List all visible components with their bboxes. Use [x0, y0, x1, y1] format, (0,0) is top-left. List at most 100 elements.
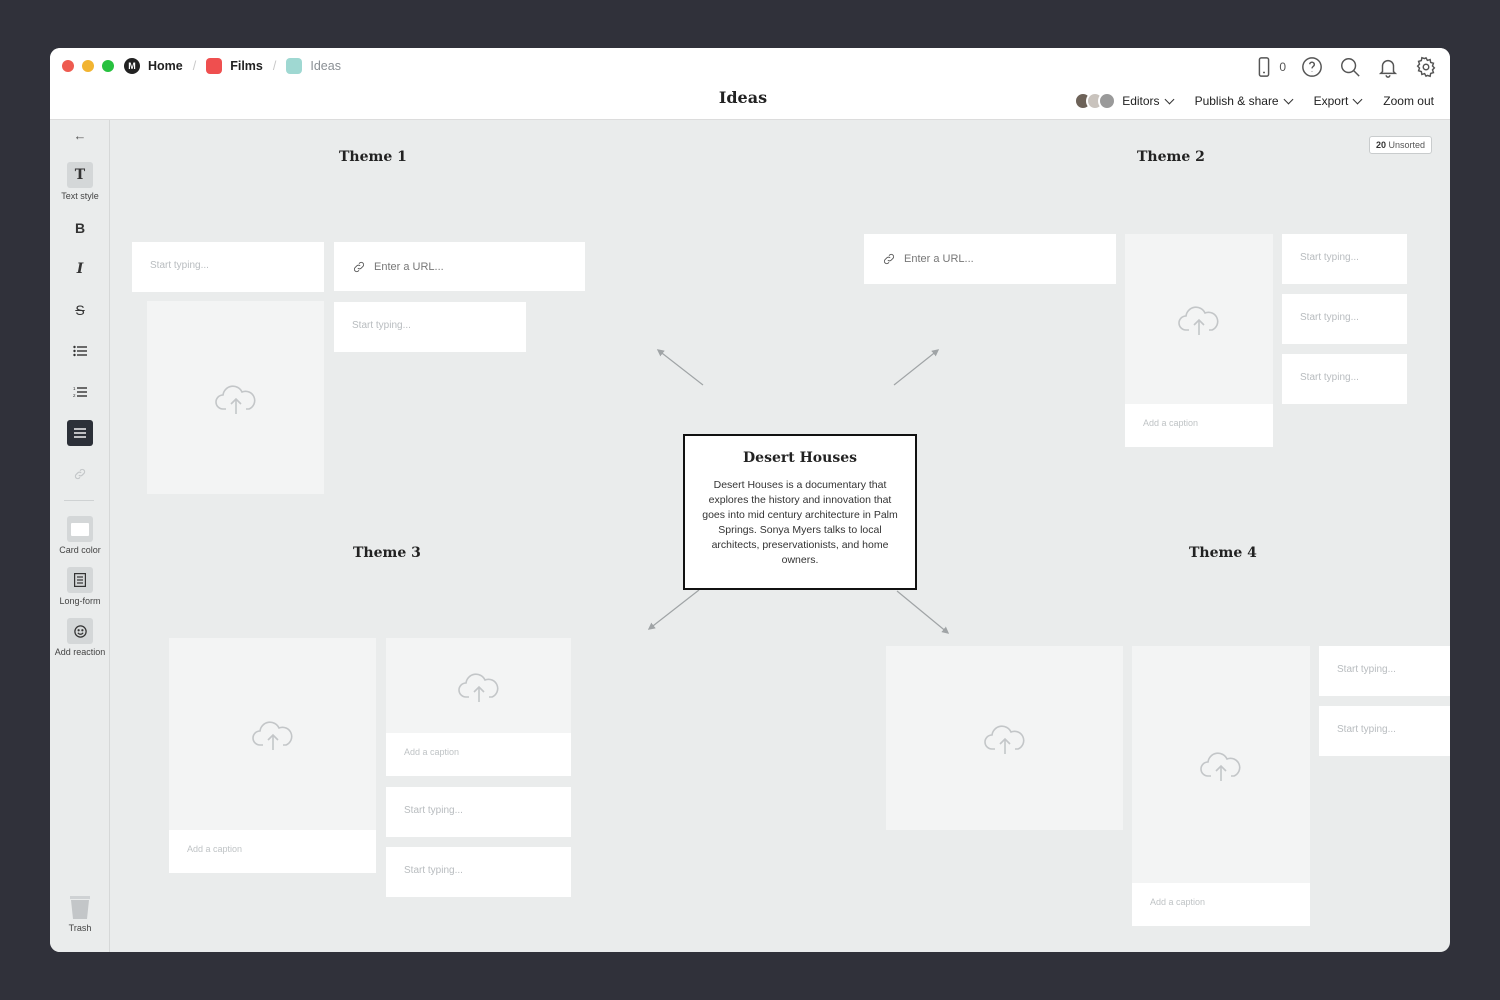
zoom-out-label: Zoom out — [1383, 94, 1434, 108]
maximize-window-button[interactable] — [102, 60, 114, 72]
strikethrough-icon: S — [75, 302, 85, 318]
image-drop-zone[interactable] — [386, 638, 571, 733]
bell-icon[interactable] — [1376, 55, 1400, 79]
caption-field[interactable]: Add a caption — [1132, 883, 1310, 926]
image-caption-card[interactable]: Add a caption — [1132, 646, 1310, 926]
add-reaction-label: Add reaction — [54, 647, 106, 657]
image-drop-zone[interactable] — [1125, 234, 1273, 404]
add-reaction-tool[interactable]: Add reaction — [50, 618, 110, 657]
text-style-label: Text style — [61, 191, 99, 201]
caption-field[interactable]: Add a caption — [1125, 404, 1273, 447]
theme-2-heading[interactable]: Theme 2 — [1137, 149, 1205, 165]
breadcrumb-separator: / — [192, 59, 197, 73]
card-color-icon — [67, 516, 93, 542]
image-drop-zone[interactable] — [1132, 646, 1310, 883]
link-card[interactable]: Enter a URL... — [334, 242, 585, 291]
chevron-down-icon — [1164, 94, 1175, 104]
text-style-icon: T — [67, 162, 93, 188]
link-icon — [354, 261, 364, 272]
link-tool[interactable] — [50, 461, 110, 487]
top-bar: M Home / Films / Ideas 0 — [50, 48, 1450, 120]
long-form-icon — [67, 567, 93, 593]
note-card[interactable]: Start typing... — [1282, 354, 1407, 404]
italic-tool[interactable]: I — [50, 256, 110, 282]
export-menu[interactable]: Export — [1314, 94, 1363, 108]
theme-3-heading[interactable]: Theme 3 — [353, 545, 421, 561]
note-card[interactable]: Start typing... — [132, 242, 324, 292]
align-center-icon — [67, 420, 93, 446]
publish-share-menu[interactable]: Publish & share — [1195, 94, 1294, 108]
caption-field[interactable]: Add a caption — [386, 733, 571, 776]
window-controls — [62, 60, 114, 72]
card-color-tool[interactable]: Card color — [50, 516, 110, 555]
strikethrough-tool[interactable]: S — [50, 297, 110, 323]
image-caption-card[interactable]: Add a caption — [1125, 234, 1273, 447]
breadcrumb: M Home / Films / Ideas — [124, 58, 341, 74]
note-card[interactable]: Start typing... — [1282, 234, 1407, 284]
breadcrumb-home-label: Home — [148, 59, 183, 73]
color-swatch — [71, 522, 89, 536]
cloud-upload-icon — [251, 717, 295, 751]
minimize-window-button[interactable] — [82, 60, 94, 72]
board-canvas[interactable]: 20 Unsorted Theme 1 Theme 2 Theme 3 Them… — [110, 120, 1450, 952]
unsorted-count: 20 — [1375, 140, 1386, 150]
zoom-out-button[interactable]: Zoom out — [1383, 94, 1434, 108]
center-card-title: Desert Houses — [743, 450, 857, 466]
connector-theme-1[interactable] — [656, 349, 704, 386]
theme-1-heading[interactable]: Theme 1 — [339, 149, 407, 165]
page-title: Ideas — [718, 88, 768, 107]
connector-theme-4[interactable] — [896, 590, 950, 634]
close-window-button[interactable] — [62, 60, 74, 72]
chevron-down-icon — [1283, 94, 1294, 104]
breadcrumb-ideas[interactable]: Ideas — [286, 58, 341, 74]
connector-theme-3[interactable] — [647, 589, 700, 630]
note-card[interactable]: Start typing... — [386, 787, 571, 837]
image-card[interactable] — [147, 301, 324, 494]
editors-menu[interactable]: Editors — [1074, 92, 1175, 110]
smiley-icon — [67, 618, 93, 644]
chevron-down-icon — [1352, 94, 1363, 104]
milanote-logo-icon: M — [124, 58, 140, 74]
note-card[interactable]: Start typing... — [1319, 706, 1450, 756]
breadcrumb-home[interactable]: M Home — [124, 58, 183, 74]
bullet-list-tool[interactable] — [50, 338, 110, 364]
italic-icon: I — [76, 261, 84, 277]
image-drop-zone[interactable] — [169, 638, 376, 830]
long-form-tool[interactable]: Long-form — [50, 567, 110, 606]
trash-icon — [67, 894, 93, 920]
cloud-upload-icon — [1199, 748, 1243, 782]
search-icon[interactable] — [1338, 55, 1362, 79]
align-center-tool[interactable] — [50, 420, 110, 446]
collapse-sidebar-button[interactable]: ← — [50, 122, 110, 148]
help-icon[interactable] — [1300, 55, 1324, 79]
text-style-glyph: T — [74, 167, 86, 183]
trash-tool[interactable]: Trash — [50, 894, 110, 933]
theme-4-heading[interactable]: Theme 4 — [1189, 545, 1257, 561]
breadcrumb-films[interactable]: Films — [206, 58, 263, 74]
trash-label: Trash — [68, 923, 92, 933]
long-form-label: Long-form — [59, 596, 101, 606]
image-caption-card[interactable]: Add a caption — [386, 638, 571, 776]
desert-houses-card[interactable]: Desert Houses Desert Houses is a documen… — [683, 434, 917, 590]
text-style-tool[interactable]: T Text style — [50, 162, 110, 201]
image-card[interactable] — [886, 646, 1123, 830]
gear-icon[interactable] — [1414, 55, 1438, 79]
note-card[interactable]: Start typing... — [1282, 294, 1407, 344]
bold-tool[interactable]: B — [50, 215, 110, 241]
mobile-notes-button[interactable]: 0 — [1252, 55, 1286, 79]
unsorted-badge[interactable]: 20 Unsorted — [1368, 136, 1432, 154]
note-card[interactable]: Start typing... — [386, 847, 571, 897]
editors-label: Editors — [1122, 94, 1160, 108]
breadcrumb-ideas-label: Ideas — [310, 59, 341, 73]
avatar — [1098, 92, 1117, 110]
note-card[interactable]: Start typing... — [1319, 646, 1450, 696]
caption-field[interactable]: Add a caption — [169, 830, 376, 873]
image-caption-card[interactable]: Add a caption — [169, 638, 376, 873]
link-card[interactable]: Enter a URL... — [864, 234, 1116, 284]
note-card[interactable]: Start typing... — [334, 302, 526, 352]
connector-theme-2[interactable] — [893, 349, 940, 386]
top-icons: 0 — [1252, 55, 1438, 79]
